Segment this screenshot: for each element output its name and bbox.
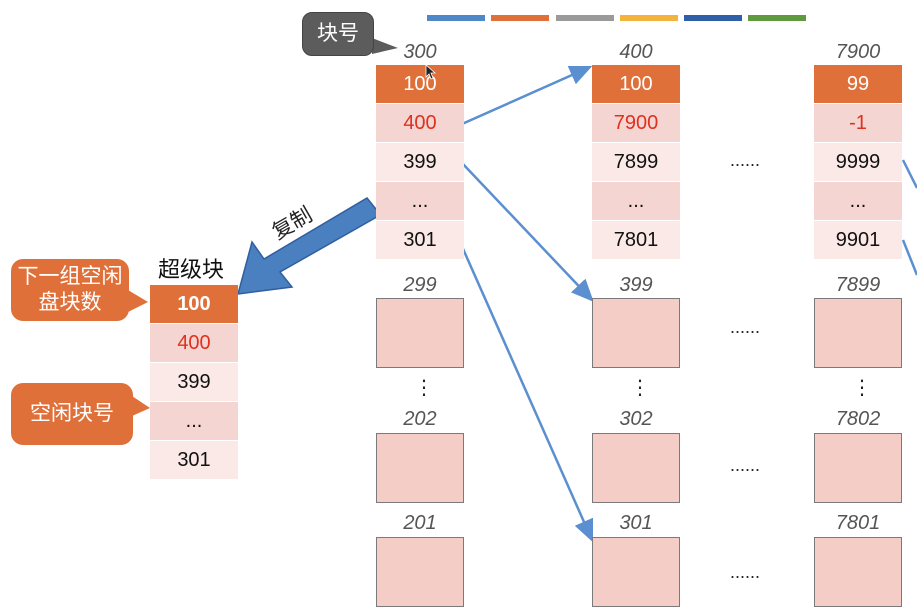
arrow-400-to-block-400 bbox=[461, 65, 593, 126]
disk-block bbox=[376, 298, 464, 368]
group-cell: 9999 bbox=[814, 143, 902, 181]
legend-bar-5 bbox=[684, 15, 742, 21]
group-cell: 301 bbox=[376, 221, 464, 259]
callout-next-group-count: 下一组空闲盘块数 bbox=[11, 259, 129, 321]
callout-block-number: 块号 bbox=[302, 12, 374, 56]
group-cell: 7801 bbox=[592, 221, 680, 259]
group-cell: 9901 bbox=[814, 221, 902, 259]
mouse-cursor-icon bbox=[425, 64, 437, 80]
group-cell-count: 100 bbox=[592, 65, 680, 103]
ellipsis: ...... bbox=[730, 150, 761, 170]
callout-free-block-number: 空闲块号 bbox=[11, 383, 133, 445]
callout-tail-free-block bbox=[132, 396, 150, 416]
superblock-free-block: ... bbox=[150, 402, 238, 440]
legend-bar-3 bbox=[556, 15, 614, 21]
legend-bar-1 bbox=[427, 15, 485, 21]
group-cell: ... bbox=[814, 182, 902, 220]
disk-block bbox=[376, 537, 464, 607]
block-number-label: 301 bbox=[619, 512, 653, 534]
disk-block bbox=[592, 433, 680, 503]
block-number-label: 299 bbox=[403, 274, 437, 296]
block-number-label: 202 bbox=[403, 408, 437, 430]
group-cell: ... bbox=[376, 182, 464, 220]
disk-block bbox=[814, 433, 902, 503]
arrow-399-to-block-399 bbox=[461, 162, 594, 302]
group-cell: 400 bbox=[376, 104, 464, 142]
block-number-label: 399 bbox=[619, 274, 653, 296]
disk-block bbox=[592, 298, 680, 368]
vertical-ellipsis: ⋮ bbox=[852, 377, 872, 399]
vertical-ellipsis: ⋮ bbox=[630, 377, 650, 399]
disk-block bbox=[814, 298, 902, 368]
disk-block bbox=[814, 537, 902, 607]
callout-tail-next-group bbox=[128, 290, 148, 312]
group-cell-count: 99 bbox=[814, 65, 902, 103]
legend-bar-4 bbox=[620, 15, 678, 21]
group-cell: 7900 bbox=[592, 104, 680, 142]
superblock-free-block: 399 bbox=[150, 363, 238, 401]
ellipsis: ...... bbox=[730, 562, 761, 582]
legend-bar-6 bbox=[748, 15, 806, 21]
arrow-9901-offscreen bbox=[901, 239, 917, 276]
ellipsis: ...... bbox=[730, 455, 761, 475]
disk-block bbox=[592, 537, 680, 607]
group-cell: -1 bbox=[814, 104, 902, 142]
group-cell: 399 bbox=[376, 143, 464, 181]
block-number-label: 201 bbox=[403, 512, 437, 534]
arrow-301-to-block-301 bbox=[458, 241, 594, 543]
block-number-label: 7802 bbox=[835, 408, 881, 430]
block-number-label: 400 bbox=[619, 41, 653, 63]
disk-block bbox=[376, 433, 464, 503]
ellipsis: ...... bbox=[730, 317, 761, 337]
group-cell-count: 100 bbox=[376, 65, 464, 103]
arrow-9999-offscreen bbox=[901, 159, 917, 189]
vertical-ellipsis: ⋮ bbox=[414, 377, 434, 399]
block-number-label: 7900 bbox=[835, 41, 881, 63]
copy-arrow-icon bbox=[236, 197, 384, 295]
block-number-label: 302 bbox=[619, 408, 653, 430]
superblock-free-block: 301 bbox=[150, 441, 238, 479]
group-cell: 7899 bbox=[592, 143, 680, 181]
group-cell: ... bbox=[592, 182, 680, 220]
block-number-label: 300 bbox=[403, 41, 437, 63]
block-number-label: 7899 bbox=[835, 274, 881, 296]
callout-tail-block-number bbox=[372, 38, 398, 54]
legend-bar-2 bbox=[491, 15, 549, 21]
block-number-label: 7801 bbox=[835, 512, 881, 534]
superblock-free-block: 400 bbox=[150, 324, 238, 362]
superblock-next-count: 100 bbox=[150, 285, 238, 323]
superblock-title: 超级块 bbox=[158, 257, 225, 282]
